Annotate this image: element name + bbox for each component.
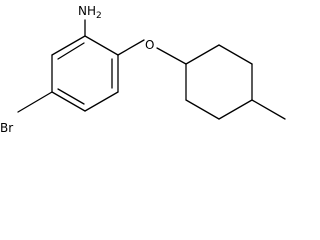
bromine-label: Br	[0, 121, 13, 135]
amine-hydrogen-symbol: H	[87, 4, 96, 18]
bond-cyclohexane-c4-c5	[218, 99, 253, 120]
molecule-drawing: NH2 Br O	[0, 4, 286, 135]
benzene-ring	[51, 35, 119, 112]
ether-oxygen-label: O	[145, 38, 154, 52]
cyclohexane-ring	[185, 44, 253, 120]
amine-label: NH2	[78, 4, 102, 21]
structure-svg: NH2 Br O	[0, 4, 286, 135]
bond-oxygen-to-cyclohexane	[156, 47, 187, 65]
bond-cyclohexane-c1-c2	[185, 44, 220, 65]
bond-ring-bottom-to-bottom-left-inner	[57, 88, 85, 105]
bond-ring-bottom-to-bottom-left	[51, 91, 86, 112]
bond-ring-to-bromine	[17, 91, 53, 113]
bond-ring-bottom-right-to-bottom	[84, 91, 119, 112]
bond-cyclohexane-to-methyl	[251, 99, 286, 120]
bond-ring-to-oxygen	[117, 39, 145, 56]
bond-cyclohexane-c5-c6	[185, 99, 220, 120]
amine-nitrogen-symbol: N	[78, 4, 87, 18]
bond-ring-top-left-to-top	[51, 35, 86, 56]
bond-ring-top-to-top-right	[84, 35, 119, 56]
bond-ring-top-left-to-top-inner	[57, 42, 85, 60]
amine-hydrogen-count: 2	[96, 11, 102, 21]
bond-cyclohexane-c2-c3	[218, 44, 253, 65]
